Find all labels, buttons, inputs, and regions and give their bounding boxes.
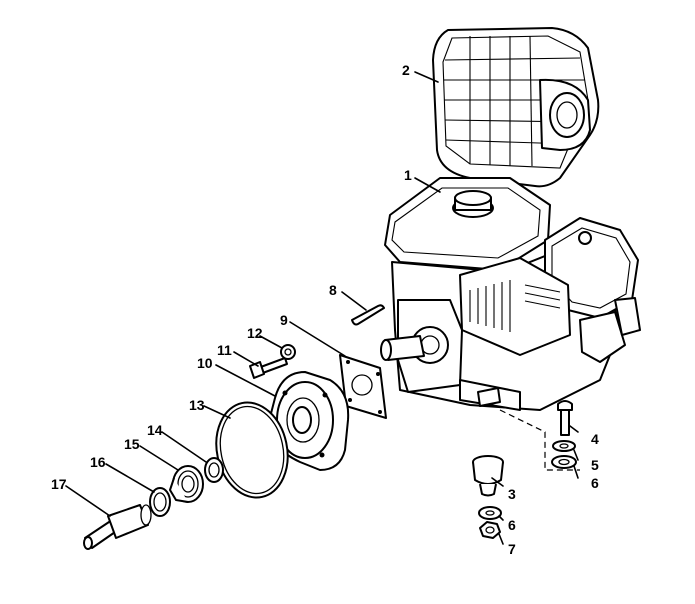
callout-5: 5 [591,457,599,473]
callout-12: 12 [247,325,263,341]
part-12-lock-washer [280,344,296,360]
part-4-screw [557,400,573,436]
part-14-snap-ring [204,457,224,483]
leader-lines [65,71,579,545]
callout-16: 16 [90,454,106,470]
part-11-bolt [249,357,288,379]
callout-10: 10 [197,355,213,371]
part-7-nut [479,521,501,539]
callout-8: 8 [329,282,337,298]
part-2-engine-cover [432,27,600,188]
part-8-shaft-key [351,304,385,326]
part-3-rubber-mount [472,455,504,497]
callout-4: 4 [591,431,599,447]
part-5-washer [552,440,576,452]
callout-6a: 6 [591,475,599,491]
callout-labels: 1 2 3 4 5 6 6 7 8 9 10 11 12 13 14 15 16… [51,62,599,557]
callout-9: 9 [280,312,288,328]
callout-7: 7 [508,541,516,557]
part-6-washer-upper [551,455,577,469]
callout-11: 11 [217,342,232,358]
part-13-o-ring [215,401,289,499]
part-6-washer-lower [478,506,502,520]
assembly-line-mount [499,409,580,471]
callout-2: 2 [402,62,410,78]
callout-3: 3 [508,486,516,502]
part-16-retaining-ring [149,487,171,517]
part-9-gasket [339,354,387,419]
part-17-shaft [83,504,152,550]
callout-13: 13 [189,397,205,413]
callout-17: 17 [51,476,67,492]
part-15-bearing [169,465,204,503]
part-1-engine [380,177,641,411]
callout-14: 14 [147,422,163,438]
callout-15: 15 [124,436,140,452]
callout-6b: 6 [508,517,516,533]
callout-1: 1 [404,167,412,183]
